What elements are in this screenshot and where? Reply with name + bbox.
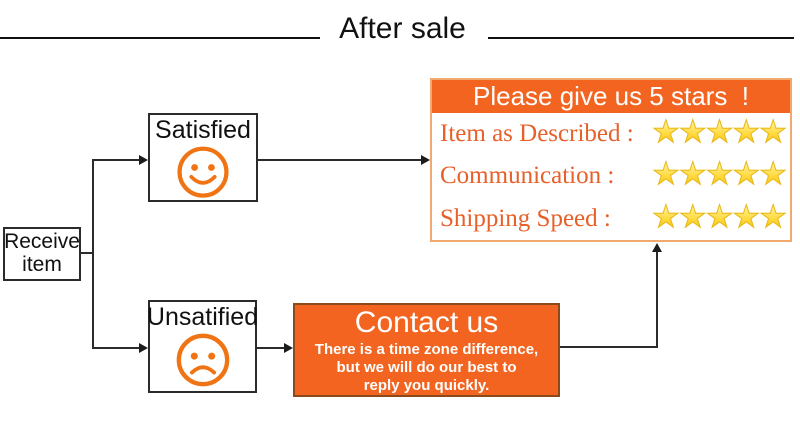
arrowhead-contact-to-panel xyxy=(652,243,662,252)
connector-branch-vertical xyxy=(92,159,94,349)
rating-label: Shipping Speed : xyxy=(440,204,611,232)
rating-row-communication: Communication : ★★★★★ xyxy=(432,155,790,197)
unsatisfied-label: Unsatified xyxy=(146,303,259,331)
receive-item-label-line1: Receive xyxy=(4,230,80,254)
arrowhead-to-satisfied xyxy=(139,155,148,165)
star-rating: ★★★★★ xyxy=(652,114,788,151)
rating-label: Communication : xyxy=(440,162,615,190)
satisfied-label: Satisfied xyxy=(155,116,251,144)
receive-item-label-line2: item xyxy=(22,253,62,276)
contact-us-node: Contact us There is a time zone differen… xyxy=(293,303,560,397)
title-divider-left xyxy=(0,37,320,39)
rating-row-item-as-described: Item as Described : ★★★★★ xyxy=(432,113,790,155)
smiley-face-icon xyxy=(177,146,229,198)
arrowhead-satisfied-to-panel xyxy=(421,155,430,165)
unsatisfied-node: Unsatified xyxy=(146,300,259,393)
rating-panel: Please give us 5 stars ! Item as Describ… xyxy=(430,78,792,242)
contact-us-line3: reply you quickly. xyxy=(363,376,490,394)
connector-contact-horizontal xyxy=(560,346,658,348)
connector-receive-stub xyxy=(80,252,94,254)
rating-row-shipping-speed: Shipping Speed : ★★★★★ xyxy=(432,198,790,240)
star-rating: ★★★★★ xyxy=(652,198,788,235)
connector-to-satisfied xyxy=(92,159,142,161)
arrowhead-unsatisfied-to-contact xyxy=(284,343,293,353)
rating-panel-header: Please give us 5 stars ! xyxy=(432,80,790,113)
satisfied-node: Satisfied xyxy=(148,113,258,202)
connector-satisfied-to-panel xyxy=(258,159,423,161)
page-title: After sale xyxy=(339,12,466,45)
contact-us-line2: but we will do our best to xyxy=(336,358,517,376)
connector-to-unsatisfied xyxy=(92,347,142,349)
connector-contact-vertical xyxy=(656,250,658,348)
contact-us-line1: There is a time zone difference, xyxy=(314,340,539,358)
arrowhead-to-unsatisfied xyxy=(139,343,148,353)
connector-unsatisfied-to-contact xyxy=(257,347,286,349)
rating-label: Item as Described : xyxy=(440,120,634,148)
rating-rows: Item as Described : ★★★★★ Communication … xyxy=(432,113,790,240)
star-rating: ★★★★★ xyxy=(652,156,788,193)
title-divider-right xyxy=(488,37,794,39)
receive-item-node: Receive item xyxy=(3,227,81,281)
sad-face-icon xyxy=(176,333,229,387)
contact-us-title: Contact us xyxy=(354,306,499,339)
